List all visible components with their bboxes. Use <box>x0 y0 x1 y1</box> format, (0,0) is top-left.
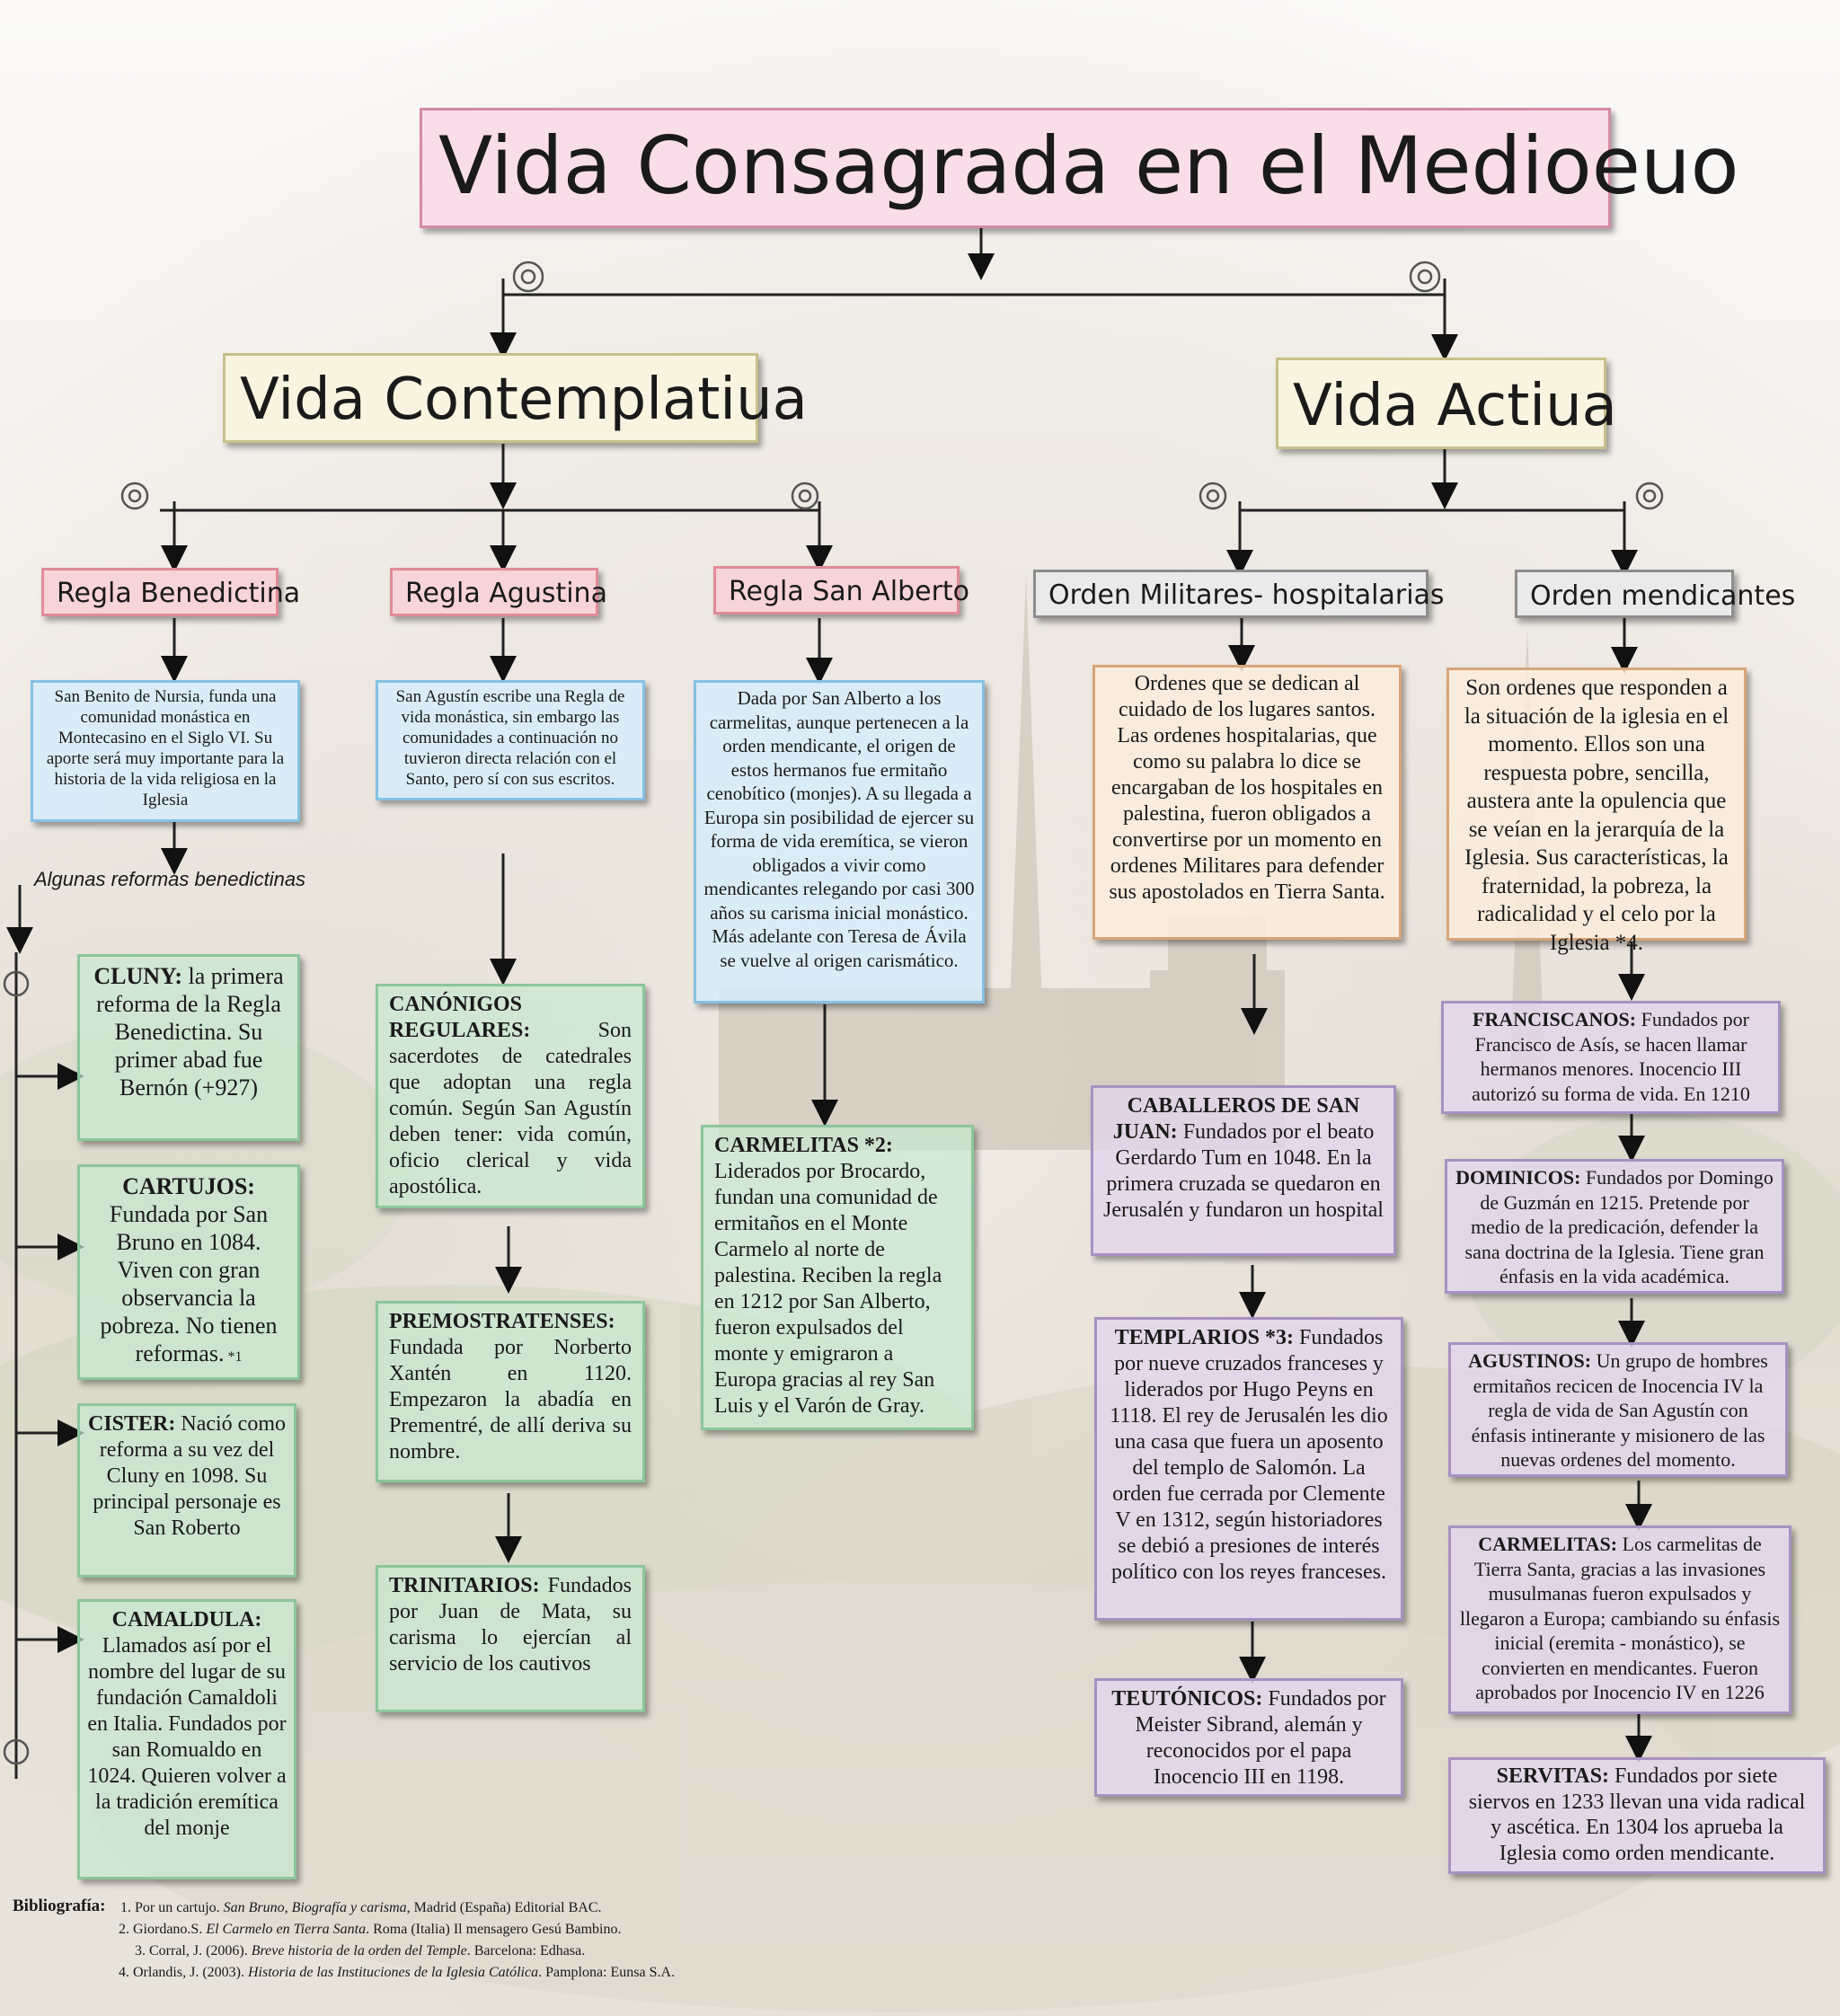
order-templarios: TEMPLARIOS *3: Fundados por nueve cruzad… <box>1094 1317 1403 1621</box>
order-teutonicos-name: TEUTÓNICOS: <box>1111 1687 1263 1711</box>
desc-san-alberto-text: Dada por San Alberto a los carmelitas, a… <box>703 687 975 971</box>
order-premostratenses: PREMOSTRATENSES: Fundada por Norberto Xa… <box>376 1301 645 1482</box>
reform-cartujos: CARTUJOS: Fundada por San Bruno en 1084.… <box>77 1164 300 1380</box>
rule-san-alberto: Regla San Alberto <box>713 566 969 615</box>
order-carmelitas-text: Liderados por Brocardo, fundan una comun… <box>714 1160 942 1418</box>
desc-agustina-text: San Agustín escribe una Regla de vida mo… <box>395 687 625 789</box>
order-carmelitas-contemplativos: CARMELITAS *2: Liderados por Brocardo, f… <box>701 1125 974 1430</box>
order-servitas-name: SERVITAS: <box>1496 1764 1610 1788</box>
rule-benedictina: Regla Benedictina <box>41 568 300 616</box>
order-caballeros-san-juan: CABALLEROS DE SAN JUAN: Fundados por el … <box>1091 1085 1396 1256</box>
rule-agustina-label: Regla Agustina <box>405 578 607 609</box>
desc-agustina: San Agustín escribe una Regla de vida mo… <box>376 680 645 800</box>
order-franciscanos-text: Fundados por Francisco de Asís, se hacen… <box>1472 1008 1750 1105</box>
bibliography-ref-3: 3. Corral, J. (2006). Breve historia de … <box>135 1943 586 1959</box>
bibliography-ref-1: 1. Por un cartujo. San Bruno, Biografía … <box>120 1900 602 1915</box>
order-canonigos-text: Son sacerdotes de catedrales que adoptan… <box>389 1019 632 1198</box>
reform-cartujos-text: Fundada por San Bruno en 1084. Viven con… <box>100 1201 278 1366</box>
order-servitas: SERVITAS: Fundados por siete siervos en … <box>1448 1757 1826 1874</box>
order-franciscanos-name: FRANCISCANOS: <box>1472 1008 1637 1030</box>
order-agustinos-name: AGUSTINOS: <box>1468 1349 1592 1372</box>
order-canonigos: CANÓNIGOS REGULARES: Son sacerdotes de c… <box>376 984 645 1208</box>
order-dominicos: DOMINICOS: Fundados por Domingo de Guzmá… <box>1445 1159 1784 1294</box>
rule-agustina: Regla Agustina <box>390 568 607 616</box>
order-caballeros-text: Fundados por el beato Gerdardo Tum en 10… <box>1103 1120 1384 1222</box>
reform-cister: CISTER: Nació como reforma a su vez del … <box>77 1403 296 1578</box>
reformas-label: Algunas reformas benedictinas <box>34 868 306 890</box>
desc-mendicantes: Son ordenes que responden a la situación… <box>1446 668 1747 955</box>
bibliography: Bibliografía: 1. Por un cartujo. San Bru… <box>13 1896 675 1980</box>
reform-cister-name: CISTER: <box>88 1412 176 1436</box>
desc-militares: Ordenes que se dedican al cuidado de los… <box>1092 665 1402 940</box>
order-agustinos: AGUSTINOS: Un grupo de hombres ermitaños… <box>1448 1342 1788 1477</box>
bibliography-ref-2: 2. Giordano.S. El Carmelo en Tierra Sant… <box>119 1922 622 1937</box>
branch-contemplativa-label: Vida Contemplatiua <box>240 367 808 433</box>
order-carmelitas-mendicantes: CARMELITAS: Los carmelitas de Tierra San… <box>1448 1525 1791 1714</box>
bibliography-ref-4: 4. Orlandis, J. (2003). Historia de las … <box>119 1965 676 1980</box>
reform-camaldula-name: CAMALDULA: <box>111 1608 262 1631</box>
order-teutonicos-text: Fundados por Meister Sibrand, alemán y r… <box>1135 1687 1386 1789</box>
reform-camaldula: CAMALDULA: Llamados así por el nombre de… <box>77 1599 296 1879</box>
order-trinitarios: TRINITARIOS: Fundados por Juan de Mata, … <box>376 1565 645 1712</box>
main-title-box: Vida Consagrada en el Medioeuo <box>420 108 1738 228</box>
rule-mendicantes: Orden mendicantes <box>1515 570 1795 618</box>
order-carmelitas-name: CARMELITAS *2: <box>714 1134 893 1157</box>
order-carmelitas-m-text: Los carmelitas de Tierra Santa, gracias … <box>1459 1533 1781 1703</box>
reform-camaldula-text: Llamados así por el nombre del lugar de … <box>87 1634 287 1840</box>
order-premostratenses-name: PREMOSTRATENSES: <box>389 1310 615 1333</box>
order-canonigos-name: CANÓNIGOS REGULARES: <box>389 993 531 1042</box>
reform-cluny: CLUNY: la primera reforma de la Regla Be… <box>77 954 300 1141</box>
bibliography-label: Bibliografía: <box>13 1897 106 1915</box>
order-franciscanos: FRANCISCANOS: Fundados por Francisco de … <box>1441 1001 1781 1114</box>
desc-benedictina: San Benito de Nursia, funda una comunida… <box>31 680 300 822</box>
reform-cartujos-name: CARTUJOS: <box>122 1173 255 1199</box>
rule-militares: Orden Militares- hospitalarias <box>1033 570 1445 618</box>
order-templarios-name: TEMPLARIOS *3: <box>1114 1326 1294 1349</box>
branch-contemplativa: Vida Contemplatiua <box>223 353 808 443</box>
desc-militares-text: Ordenes que se dedican al cuidado de los… <box>1109 672 1385 904</box>
order-templarios-text: Fundados por nueve cruzados franceses y … <box>1110 1326 1388 1584</box>
desc-benedictina-text: San Benito de Nursia, funda una comunida… <box>46 687 285 809</box>
desc-mendicantes-text: Son ordenes que responden a la situación… <box>1464 676 1729 955</box>
order-agustinos-text: Un grupo de hombres ermitaños recicen de… <box>1471 1349 1768 1471</box>
reform-cluny-text: la primera reforma de la Regla Benedicti… <box>96 963 284 1101</box>
rule-mendicantes-label: Orden mendicantes <box>1530 580 1796 612</box>
reform-cluny-name: CLUNY: <box>93 963 183 989</box>
rule-benedictina-label: Regla Benedictina <box>57 578 301 609</box>
desc-san-alberto: Dada por San Alberto a los carmelitas, a… <box>694 680 985 1004</box>
order-carmelitas-m-name: CARMELITAS: <box>1478 1533 1618 1555</box>
branch-activa: Vida Actiua <box>1276 358 1617 449</box>
branch-activa-label: Vida Actiua <box>1293 373 1617 439</box>
order-trinitarios-name: TRINITARIOS: <box>389 1574 540 1597</box>
order-trinitarios-text: Fundados por Juan de Mata, su carisma lo… <box>389 1574 632 1676</box>
main-title: Vida Consagrada en el Medioeuo <box>438 119 1739 212</box>
order-teutonicos: TEUTÓNICOS: Fundados por Meister Sibrand… <box>1094 1678 1403 1797</box>
order-servitas-text: Fundados por siete siervos en 1233 lleva… <box>1468 1764 1806 1865</box>
rule-san-alberto-label: Regla San Alberto <box>729 576 970 607</box>
reform-cartujos-note: *1 <box>224 1349 243 1365</box>
order-premostratenses-text: Fundada por Norberto Xantén en 1120. Emp… <box>389 1336 632 1463</box>
order-caballeros-name: CABALLEROS DE SAN JUAN: <box>1112 1094 1360 1144</box>
rule-militares-label: Orden Militares- hospitalarias <box>1048 579 1445 611</box>
reform-cister-text: Nació como reforma a su vez del Cluny en… <box>93 1412 286 1540</box>
order-dominicos-text: Fundados por Domingo de Guzmán en 1215. … <box>1464 1166 1774 1287</box>
order-dominicos-name: DOMINICOS: <box>1455 1166 1581 1189</box>
